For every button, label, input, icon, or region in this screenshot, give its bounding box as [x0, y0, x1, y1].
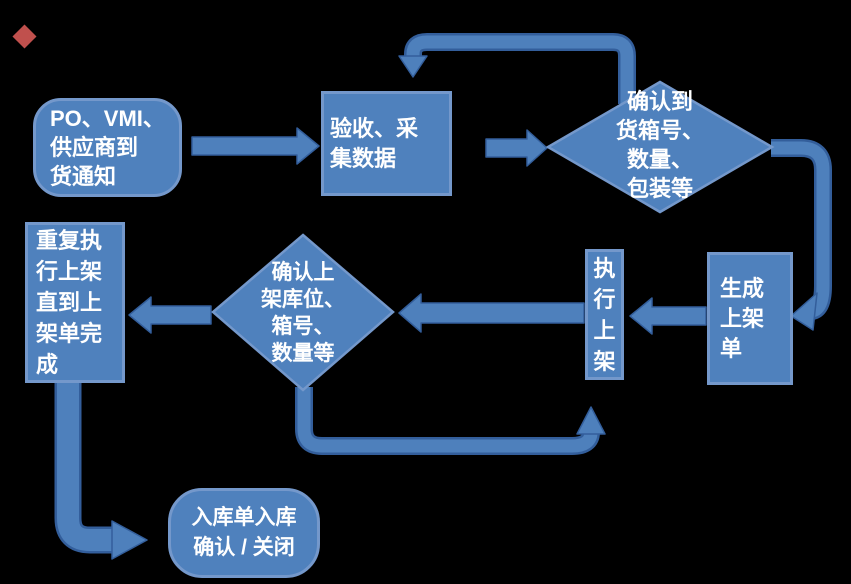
text-line: 入库单入库 [191, 506, 297, 529]
node-inbound-confirm-close: 入库单入库 确认 / 关闭 [168, 488, 320, 578]
node-po-notice: PO、VMI、 供应商到 货通知 [33, 98, 182, 197]
arrow-po-to-receive [191, 127, 320, 165]
arrow-generate-to-execute [629, 297, 707, 335]
text-line: 数量、 [626, 147, 693, 172]
node-repeat-putaway: 重复执 行上架 直到上 架单完 成 [25, 222, 125, 383]
elbow-body [297, 387, 598, 453]
text-line: 单 [720, 335, 743, 361]
text-line: 货通知 [50, 164, 117, 189]
arrow-repeat-to-inbound [54, 382, 148, 560]
arrow-confirm-putaway-to-repeat [128, 296, 212, 334]
text-line: 箱号、 [271, 315, 335, 338]
text-line: 架单完 [36, 321, 103, 346]
node-generate-putaway-order: 生成 上架 单 [707, 252, 793, 385]
arrowhead-down-icon [398, 55, 428, 78]
text-line: 执 [593, 255, 616, 281]
text-confirm-putaway: 确认上 架库位、 箱号、 数量等 [223, 259, 383, 367]
text-line: PO、VMI、 [50, 106, 165, 131]
text-line: 行上架 [36, 259, 103, 284]
elbow-body [771, 141, 830, 318]
arrow-confirm-arrival-to-generate [771, 139, 832, 331]
text-line: 上架 [720, 305, 765, 331]
loop-confirm-putaway-to-execute [295, 387, 606, 455]
text-line: 确认到 [626, 89, 693, 114]
node-execute-putaway: 执 行 上 架 [585, 249, 624, 380]
arrowhead-up-icon [576, 406, 606, 435]
text-line: 架 [593, 348, 616, 374]
text-line: 数量等 [271, 342, 335, 365]
text-line: 包装等 [626, 176, 693, 201]
text-line: 成 [36, 352, 59, 377]
arrow-receive-to-confirm-arrival [485, 129, 548, 167]
text-line: 货箱号、 [615, 118, 704, 143]
decision-confirm-putaway-shape [211, 233, 395, 392]
text-line: 架库位、 [261, 288, 345, 311]
node-receive-collect: 验收、采 集数据 [321, 91, 452, 196]
text-line: 供应商到 [50, 135, 139, 160]
text-confirm-arrival: 确认到 货箱号、 数量、 包装等 [575, 87, 745, 203]
elbow-body [57, 382, 112, 551]
elbow-outline [295, 387, 600, 455]
arrow-execute-to-confirm-putaway [398, 293, 585, 333]
arrowhead-right-icon [111, 520, 148, 560]
text-line: 确认 / 关闭 [193, 536, 295, 559]
decision-confirm-arrival-shape [545, 80, 775, 214]
text-line: 上 [593, 317, 616, 343]
loop-confirm-arrival-to-receive [398, 33, 636, 104]
text-line: 集数据 [330, 145, 397, 171]
text-line: 直到上 [36, 290, 103, 315]
text-line: 行 [593, 286, 616, 312]
text-line: 重复执 [36, 228, 103, 253]
text-line: 验收、采 [330, 115, 419, 141]
text-line: 确认上 [271, 261, 335, 284]
text-line: 生成 [720, 275, 765, 301]
arrowhead-left-icon [790, 292, 818, 331]
elbow-body [406, 35, 634, 104]
